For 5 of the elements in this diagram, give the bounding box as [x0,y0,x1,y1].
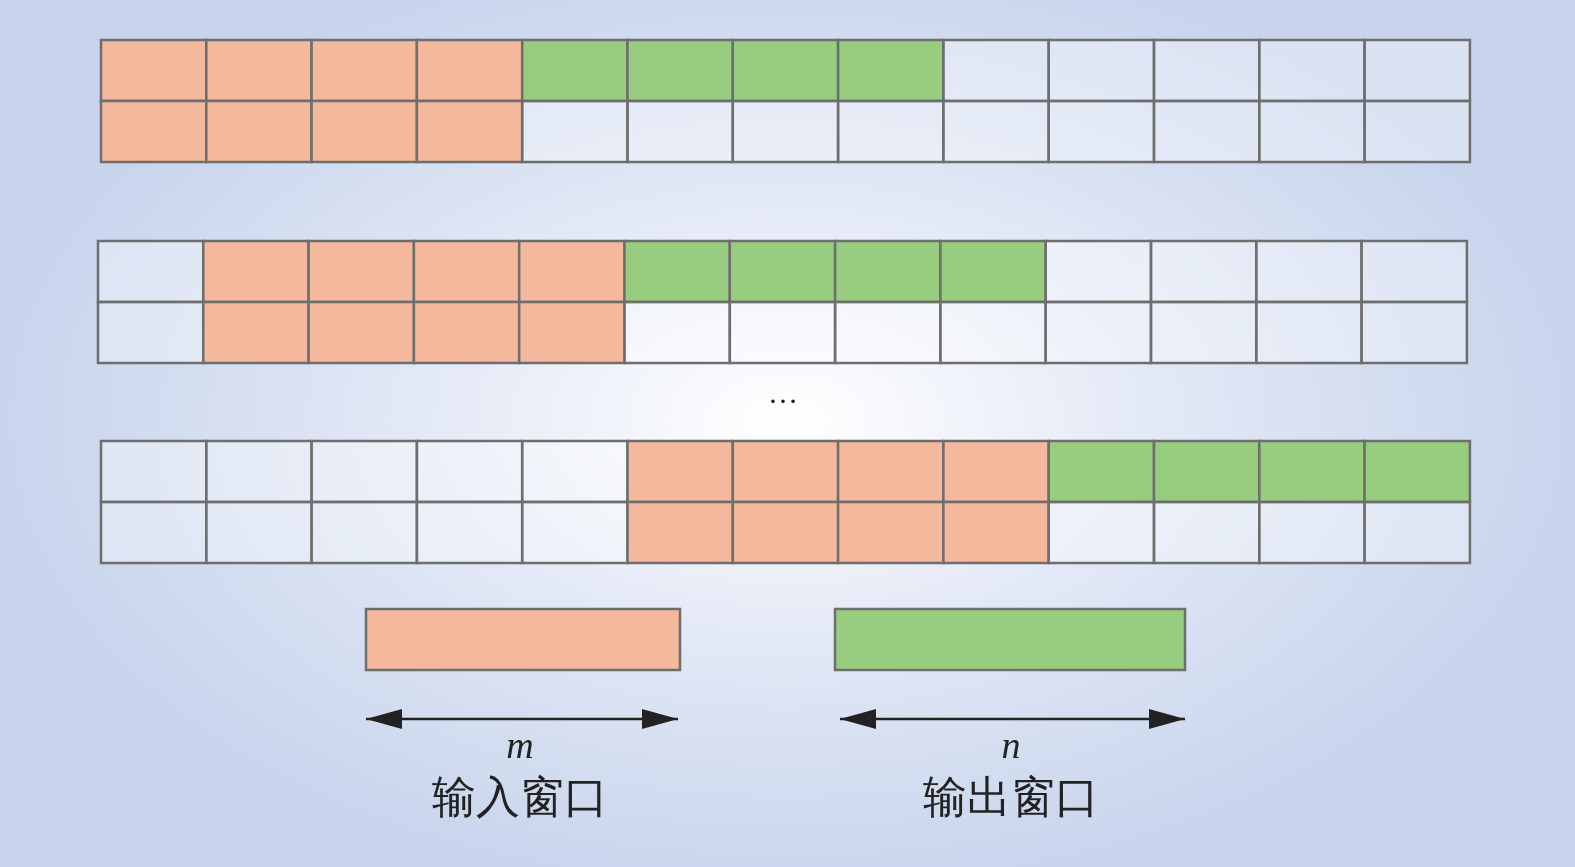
legend-label: 输入窗口 [432,776,608,820]
legend-label: 输出窗口 [923,776,1099,820]
dimension-label: n [1001,726,1021,764]
ellipsis-mark: … [768,378,798,408]
dimension-label: m [506,726,534,764]
